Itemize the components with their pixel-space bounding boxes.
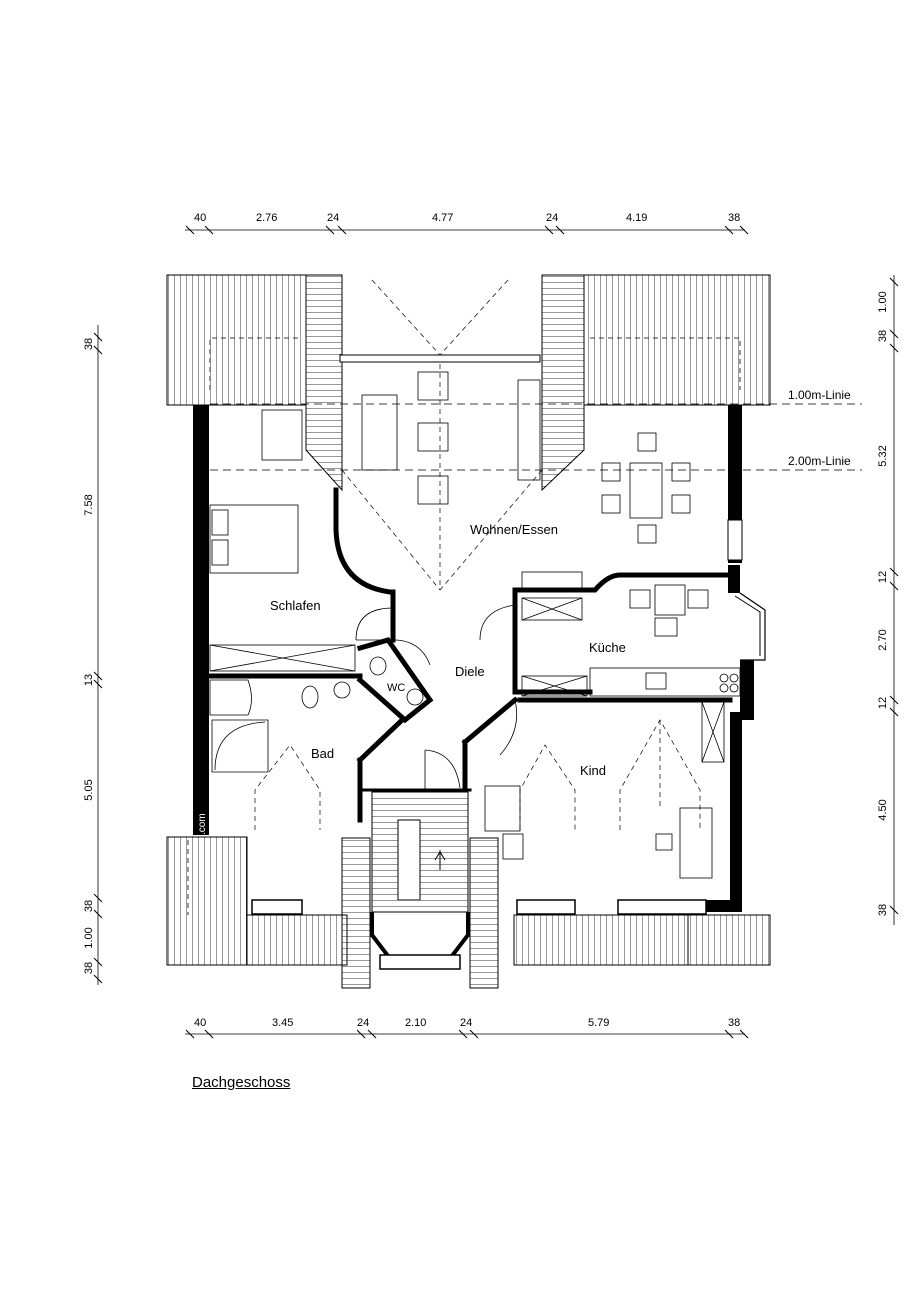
line-label-2m: 2.00m-Linie	[788, 454, 851, 468]
drawing-title: Dachgeschoss	[192, 1074, 291, 1091]
dim-right-4: 12	[877, 571, 889, 583]
room-label-wc: WC	[387, 682, 405, 694]
staircase	[370, 791, 470, 967]
roof-areas	[166, 274, 771, 989]
dim-bottom-2: 3.45	[272, 1017, 293, 1029]
dim-top-2: 2.76	[256, 212, 277, 224]
room-label-schlafen: Schlafen	[270, 598, 321, 613]
dim-left-3: 13	[83, 674, 95, 686]
watermark: .com	[197, 813, 208, 835]
reference-lines	[210, 403, 862, 471]
dim-bottom-3: 24	[357, 1017, 369, 1029]
dim-bottom-4: 2.10	[405, 1017, 426, 1029]
dim-left-6: 1.00	[83, 927, 95, 948]
dim-bottom-6: 5.79	[588, 1017, 609, 1029]
door-swings	[355, 604, 518, 790]
dim-left-5: 38	[83, 900, 95, 912]
dim-bottom-1: 40	[194, 1017, 206, 1029]
dim-right-2: 38	[877, 330, 889, 342]
dim-left-7: 38	[83, 962, 95, 974]
dim-top-6: 4.19	[626, 212, 647, 224]
dim-right-6: 12	[877, 697, 889, 709]
dim-bottom-7: 38	[728, 1017, 740, 1029]
roof-inner-dashes	[187, 337, 741, 915]
exterior-walls	[193, 405, 754, 912]
room-label-kueche: Küche	[589, 640, 626, 655]
dim-right-7: 4.50	[877, 799, 889, 820]
furniture	[209, 371, 741, 879]
room-label-bad: Bad	[311, 746, 334, 761]
dim-top-5: 24	[546, 212, 558, 224]
dim-top-1: 40	[194, 212, 206, 224]
room-label-kind: Kind	[580, 763, 606, 778]
dim-top-3: 24	[327, 212, 339, 224]
dim-left-2: 7.58	[83, 494, 95, 515]
dim-right-5: 2.70	[877, 629, 889, 650]
interior-walls	[206, 487, 733, 823]
room-label-diele: Diele	[455, 664, 485, 679]
dormer-lines	[254, 279, 701, 830]
windows	[251, 354, 743, 970]
dim-right-1: 1.00	[877, 291, 889, 312]
bay-window	[739, 592, 766, 661]
dim-bottom-5: 24	[460, 1017, 472, 1029]
dim-right-8: 38	[877, 904, 889, 916]
dim-right-3: 5.32	[877, 445, 889, 466]
dim-left-4: 5.05	[83, 779, 95, 800]
room-label-wohnen-essen: Wohnen/Essen	[470, 522, 558, 537]
dim-left-1: 38	[83, 338, 95, 350]
dimension-lines	[93, 225, 899, 1039]
dim-top-7: 38	[728, 212, 740, 224]
dim-top-4: 4.77	[432, 212, 453, 224]
line-label-1m: 1.00m-Linie	[788, 388, 851, 402]
